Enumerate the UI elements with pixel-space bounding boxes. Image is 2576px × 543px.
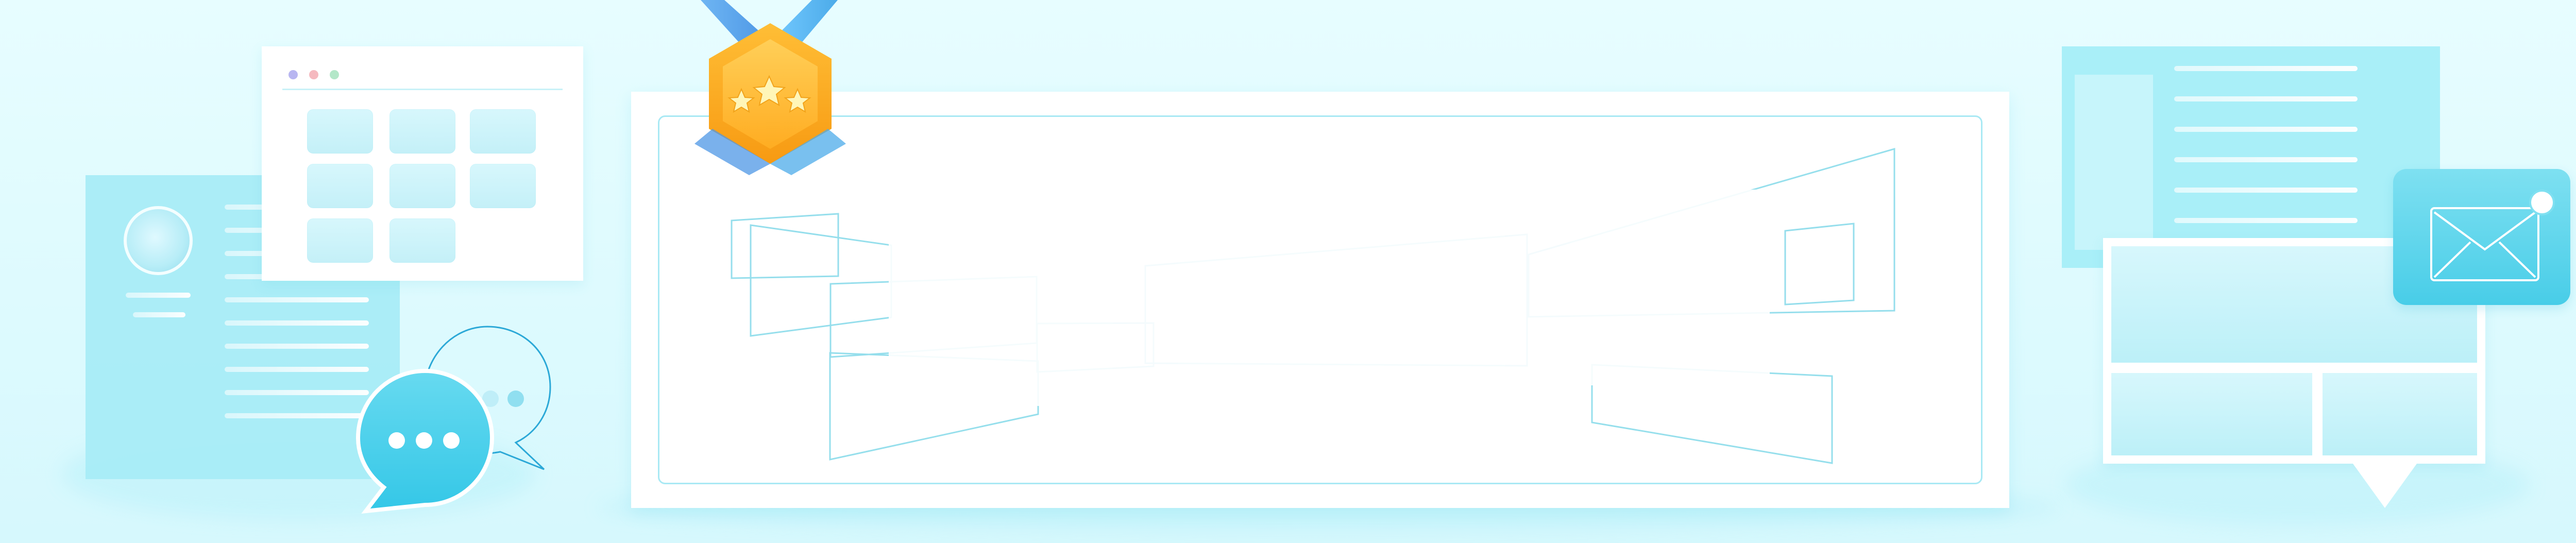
board-frame [658, 115, 1982, 484]
app-tile [389, 218, 455, 263]
document-line [2174, 66, 2358, 71]
window-dot-green [330, 70, 339, 79]
app-tile [389, 164, 455, 208]
profile-line [133, 312, 185, 317]
app-tile [307, 109, 373, 154]
notification-dot-icon [2529, 190, 2555, 215]
panel-left-box [2111, 373, 2312, 455]
window-dot-pink [309, 70, 318, 79]
profile-line [225, 320, 369, 326]
hero-board [631, 92, 2009, 508]
medal-icon [694, 0, 846, 175]
panel-tail [2353, 464, 2417, 508]
right-sidebar-block [2075, 75, 2153, 250]
app-tile [470, 109, 536, 154]
window-dot-purple [289, 70, 298, 79]
profile-line [225, 367, 369, 372]
panel-right-box [2323, 373, 2477, 455]
document-line [2174, 218, 2358, 223]
document-line [2174, 157, 2358, 162]
profile-line [225, 413, 369, 418]
profile-line [225, 390, 369, 395]
app-tile [470, 164, 536, 208]
profile-line [225, 297, 369, 302]
window-divider [282, 89, 563, 90]
board-outline-art [731, 148, 1895, 464]
app-tile [389, 109, 455, 154]
document-line [2174, 96, 2358, 101]
app-window [262, 46, 583, 281]
document-line [2174, 188, 2358, 193]
dashboard-panel [2103, 238, 2485, 464]
profile-line [126, 293, 191, 298]
app-tile [307, 164, 373, 208]
app-tile [307, 218, 373, 263]
mail-icon [2430, 207, 2539, 281]
mail-badge [2393, 169, 2570, 305]
chat-bubble-icon [355, 368, 495, 514]
avatar-icon [124, 206, 193, 275]
document-line [2174, 127, 2358, 132]
profile-line [225, 344, 369, 349]
